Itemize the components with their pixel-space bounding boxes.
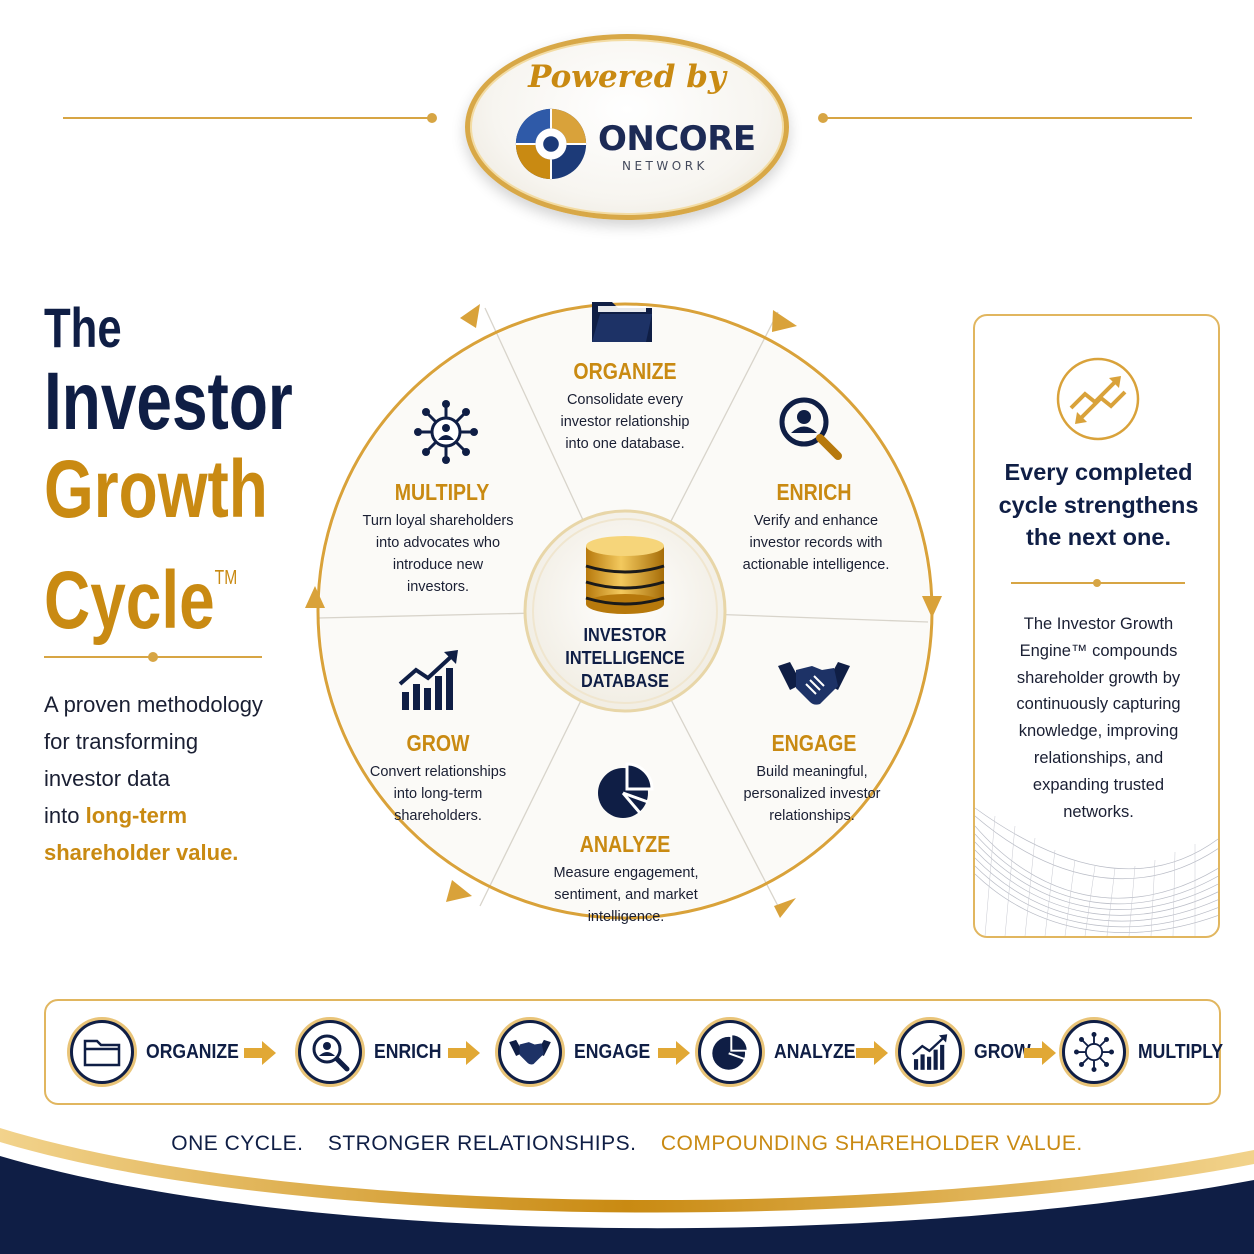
title-line-3: Growth (44, 444, 268, 535)
handshake-icon (498, 1020, 562, 1084)
folder-icon (592, 302, 652, 342)
insight-heading: Every completed cycle strengthens the ne… (998, 459, 1199, 550)
title-divider (44, 652, 262, 662)
trademark-mark: TM (214, 567, 238, 589)
tagline-line-1: A proven methodology (44, 692, 263, 717)
process-steps-strip: ORGANIZE ENRICH ENGAGE ANALYZE GROW (44, 999, 1223, 1105)
page-title: The Investor Growth CycleTM (44, 298, 363, 645)
step-grow: GROW (898, 1019, 1038, 1085)
segment-grow-title: GROW (406, 730, 470, 756)
step-analyze: ANALYZE (698, 1019, 867, 1085)
trend-arrows-icon (1056, 357, 1140, 441)
arrow-right-icon (658, 1041, 690, 1065)
step-grow-label: GROW (974, 1040, 1031, 1063)
step-analyze-label: ANALYZE (774, 1040, 856, 1063)
brand-subtitle: NETWORK (622, 159, 708, 173)
title-line-2: Investor (44, 356, 293, 447)
title-cycle-word: Cycle (44, 555, 215, 646)
footer-part-2: STRONGER RELATIONSHIPS. (327, 1132, 637, 1155)
pie-chart-icon (598, 762, 654, 818)
arrow-right-icon (856, 1041, 888, 1065)
network-icon (414, 400, 478, 464)
folder-icon (70, 1020, 134, 1084)
step-enrich-label: ENRICH (374, 1040, 442, 1063)
handshake-icon (778, 662, 850, 705)
hub-label: INVESTOR INTELLIGENCE DATABASE (565, 624, 685, 691)
header-divider-left (63, 113, 437, 123)
arrow-right-icon (448, 1041, 480, 1065)
pie-chart-icon (698, 1020, 762, 1084)
powered-by-badge: Powered by ONCORE NETWORK (465, 34, 789, 220)
insight-card: Every completed cycle strengthens the ne… (973, 314, 1220, 938)
tagline-highlight-2: shareholder value. (44, 840, 239, 865)
database-icon (585, 536, 665, 614)
powered-by-text: Powered by (528, 59, 726, 95)
step-organize: ORGANIZE (70, 1019, 252, 1085)
tagline-highlight-1: long-term (85, 803, 188, 828)
growth-chart-icon (398, 650, 458, 710)
step-enrich: ENRICH (298, 1019, 451, 1085)
user-search-icon (779, 397, 842, 460)
title-line-1: The (44, 296, 122, 359)
footer-tagline: ONE CYCLE. STRONGER RELATIONSHIPS. COMPO… (0, 1132, 1254, 1156)
network-icon (1062, 1020, 1126, 1084)
tagline-line-4: into long-term (44, 803, 188, 828)
header-divider-right (818, 113, 1192, 123)
step-multiply-label: MULTIPLY (1138, 1040, 1224, 1063)
brand-name: ONCORE (598, 119, 756, 159)
segment-analyze-desc: Measure engagement, sentiment, and marke… (553, 865, 699, 925)
step-engage-label: ENGAGE (574, 1040, 651, 1063)
segment-multiply-desc: Turn loyal shareholders into advocates w… (362, 513, 514, 595)
cycle-wheel (305, 302, 942, 920)
footer-wave-decoration (0, 1128, 1254, 1254)
tagline-line-3: investor data (44, 766, 170, 791)
segment-enrich-title: ENRICH (776, 479, 852, 505)
title-line-4: CycleTM (44, 534, 293, 645)
segment-enrich-desc: Verify and enhance investor records with… (742, 513, 890, 573)
segment-organize-title: ORGANIZE (573, 358, 677, 384)
segment-engage-title: ENGAGE (771, 730, 857, 756)
insight-body: The Investor Growth Engine™ compounds sh… (1016, 615, 1181, 821)
segment-multiply-title: MULTIPLY (394, 479, 490, 505)
step-multiply: MULTIPLY (1062, 1019, 1235, 1085)
tagline-line-2: for transforming (44, 729, 199, 754)
footer-part-1: ONE CYCLE. (171, 1132, 304, 1155)
oncore-logo-icon (515, 108, 587, 180)
tagline: A proven methodology for transforming in… (44, 686, 294, 871)
arrow-right-icon (244, 1041, 276, 1065)
segment-organize-desc: Consolidate every investor relationship … (560, 392, 690, 452)
footer-part-3: COMPOUNDING SHAREHOLDER VALUE. (660, 1132, 1083, 1155)
mesh-wave-decoration (975, 807, 1218, 936)
insight-divider (1011, 579, 1185, 587)
step-engage: ENGAGE (498, 1019, 661, 1085)
segment-engage-desc: Build meaningful, personalized investor … (743, 764, 881, 824)
segment-analyze-title: ANALYZE (579, 831, 671, 857)
arrow-right-icon (1024, 1041, 1056, 1065)
step-organize-label: ORGANIZE (146, 1040, 239, 1063)
growth-cycle-diagram: INVESTOR INTELLIGENCE DATABASE ORGANIZE … (300, 266, 950, 956)
segment-grow-desc: Convert relationships into long-term sha… (369, 764, 507, 824)
user-search-icon (298, 1020, 362, 1084)
growth-chart-icon (898, 1020, 962, 1084)
